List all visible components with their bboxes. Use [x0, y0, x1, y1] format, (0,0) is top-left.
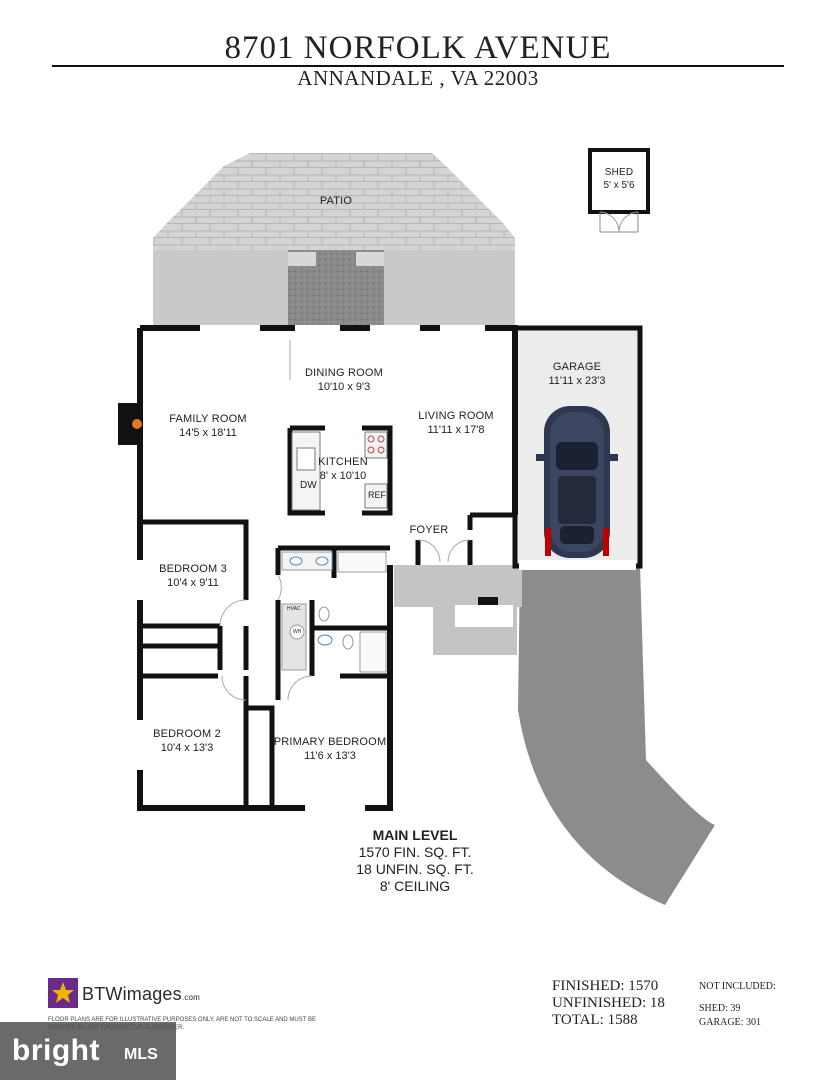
shed-label: SHED 5' x 5'6	[603, 166, 634, 192]
not-included: NOT INCLUDED: SHED: 39 GARAGE: 301	[699, 980, 776, 1030]
patio-label: PATIO	[319, 195, 353, 207]
not-included-shed: SHED: 39	[699, 1003, 741, 1014]
living-room-label: LIVING ROOM 11'11 x 17'8	[418, 409, 494, 437]
kitchen-name: KITCHEN	[318, 456, 368, 468]
mls-wordmark: MLS	[124, 1046, 158, 1063]
level-summary: MAIN LEVEL 1570 FIN. SQ. FT. 18 UNFIN. S…	[330, 826, 500, 895]
walkway	[394, 565, 522, 655]
page-title: 8701 NORFOLK AVENUE	[224, 30, 612, 66]
bedroom-3-label: BEDROOM 3 10'4 x 9'11	[159, 562, 227, 590]
total-finished: FINISHED: 1570	[552, 978, 659, 994]
bedroom-2-dims: 10'4 x 13'3	[160, 742, 214, 754]
bedroom-2-label: BEDROOM 2 10'4 x 13'3	[153, 727, 221, 755]
refrigerator-label: REF	[368, 490, 386, 500]
not-included-garage: GARAGE: 301	[699, 1017, 761, 1028]
shed-name: SHED	[604, 167, 634, 178]
level-unfinished: 18 UNFIN. SQ. FT.	[356, 861, 474, 877]
primary-bedroom-dims: 11'6 x 13'3	[304, 750, 356, 762]
page-subtitle: ANNANDALE , VA 22003	[297, 66, 539, 90]
total-unfinished: UNFINISHED: 18	[552, 995, 665, 1011]
dining-room-dims: 10'10 x 9'3	[317, 381, 371, 393]
shed	[588, 148, 650, 233]
bedroom-3-name: BEDROOM 3	[159, 563, 227, 575]
water-heater-label: WH	[293, 629, 302, 635]
bedroom-2-name: BEDROOM 2	[153, 728, 221, 740]
logo-text-main: BTWimages	[82, 984, 182, 1004]
btwimages-logo-icon	[48, 978, 78, 1008]
level-title: MAIN LEVEL	[372, 827, 458, 843]
primary-bedroom-name: PRIMARY BEDROOM	[273, 736, 387, 748]
garage-dims: 11'11 x 23'3	[548, 375, 606, 387]
level-ceiling: 8' CEILING	[379, 878, 451, 894]
kitchen-fixtures	[291, 431, 388, 511]
bright-mls-watermark: bright MLS	[0, 1022, 176, 1080]
shed-dims: 5' x 5'6	[603, 180, 635, 191]
primary-bedroom-label: PRIMARY BEDROOM 11'6 x 13'3	[274, 735, 387, 763]
bedroom-3-dims: 10'4 x 9'11	[167, 577, 219, 589]
bright-wordmark: bright	[12, 1034, 100, 1067]
level-finished: 1570 FIN. SQ. FT.	[358, 844, 472, 860]
family-room-name: FAMILY ROOM	[169, 413, 247, 425]
kitchen-label: KITCHEN 8' x 10'10	[318, 455, 368, 483]
kitchen-dims: 8' x 10'10	[319, 470, 367, 482]
dining-room-label: DINING ROOM 10'10 x 9'3	[305, 366, 383, 394]
title-rule	[52, 65, 784, 67]
family-room-label: FAMILY ROOM 14'5 x 18'11	[169, 412, 247, 440]
total-total: TOTAL: 1588	[552, 1012, 638, 1028]
patio	[153, 153, 515, 328]
logo-text-suffix: .com	[181, 993, 200, 1002]
fireplace-icon	[118, 403, 142, 445]
family-room-dims: 14'5 x 18'11	[179, 427, 237, 439]
foyer-label: FOYER	[409, 524, 449, 536]
dishwasher-label: DW	[300, 480, 317, 491]
bath-fixtures	[281, 551, 387, 673]
dining-room-name: DINING ROOM	[305, 367, 383, 379]
totals: FINISHED: 1570 UNFINISHED: 18 TOTAL: 158…	[552, 978, 665, 1029]
garage-label: GARAGE 11'11 x 23'3	[548, 360, 605, 388]
car-icon	[536, 406, 618, 558]
hvac-label: HVAC	[287, 606, 301, 612]
not-included-heading: NOT INCLUDED:	[699, 981, 776, 992]
garage-name: GARAGE	[552, 361, 602, 373]
driveway	[518, 565, 715, 905]
living-room-name: LIVING ROOM	[418, 410, 494, 422]
living-room-dims: 11'11 x 17'8	[427, 424, 485, 436]
btwimages-logo-text: BTWimages.com	[82, 984, 200, 1005]
